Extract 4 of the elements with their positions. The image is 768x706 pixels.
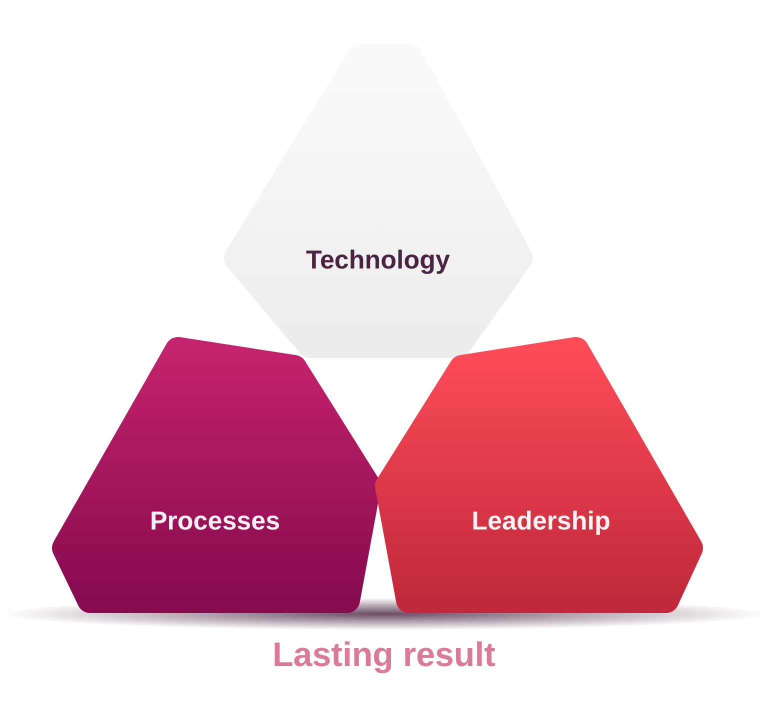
segment-label: Technology xyxy=(306,244,450,276)
segment-label: Leadership xyxy=(472,506,610,536)
caption-text: Lasting result xyxy=(272,636,496,675)
segment-label: Processes xyxy=(150,506,280,536)
